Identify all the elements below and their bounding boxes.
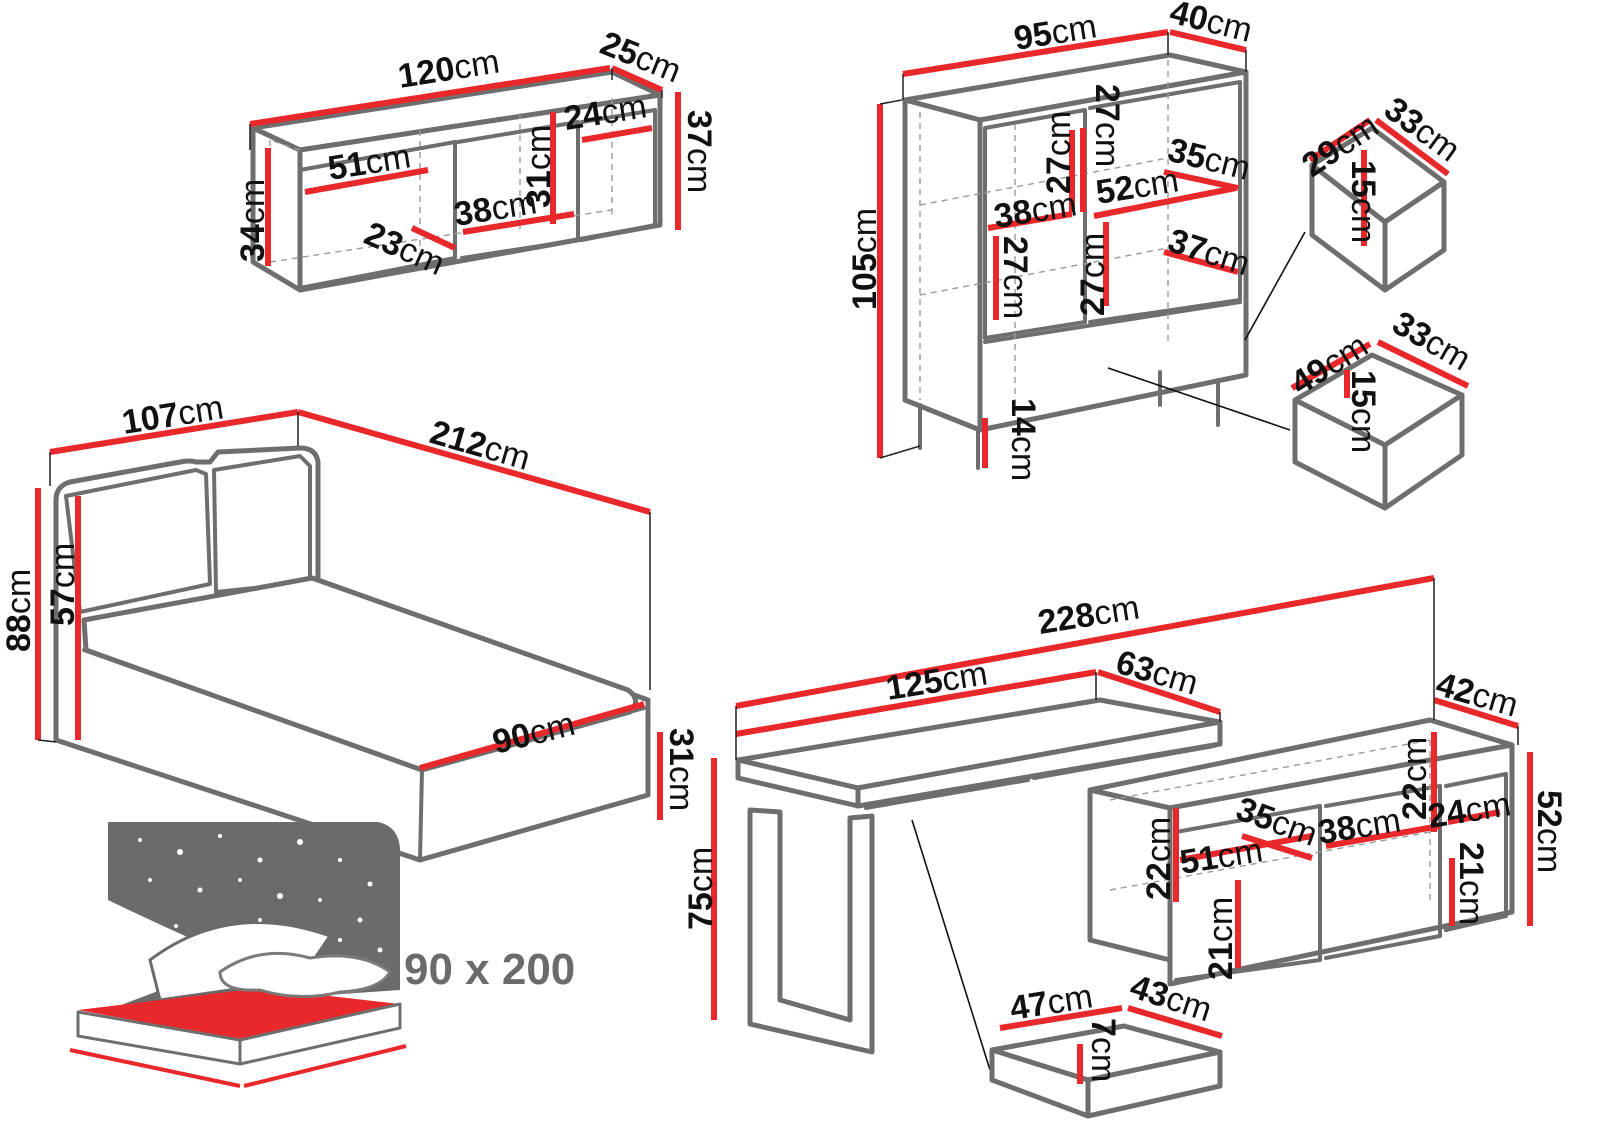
- cabinet-leg-height-label: 14cm: [1004, 398, 1042, 481]
- drawer-large-height-label: 15cm: [1344, 370, 1382, 453]
- desk: 228cm 125cm 63cm 75cm 42cm 52cm 22cm 51c…: [682, 575, 1568, 1119]
- drawer-height-label: 7cm: [1084, 1018, 1122, 1082]
- shelf-height-label: 37cm: [680, 110, 718, 193]
- desk-comp-c-width-label: 38cm: [1315, 801, 1403, 852]
- drawer-width-label: 47cm: [1007, 977, 1095, 1028]
- bed-height-label: 88cm: [0, 569, 38, 652]
- shelf-comp-mid-width-label: 38cm: [451, 183, 539, 234]
- cabinet: 95cm 40cm 105cm 14cm 27cm 27cm 27cm 27cm…: [846, 0, 1477, 511]
- desk-comp-c-height-label: 22cm: [1396, 737, 1434, 820]
- cabinet-drawer-small: 29cm 33cm 15cm: [1244, 90, 1467, 341]
- star-icons: [128, 834, 383, 953]
- cabinet-left-width-label: 38cm: [991, 185, 1079, 236]
- cabinet-right-width-label: 52cm: [1093, 161, 1181, 212]
- desk-comp-a-lower-label: 21cm: [1202, 897, 1240, 980]
- bed-width-label: 107cm: [119, 388, 226, 441]
- bed: 107cm 212cm 88cm 57cm 90cm 31cm: [0, 388, 700, 863]
- cabinet-width-label: 95cm: [1011, 7, 1099, 58]
- shelf-comp-left-width-label: 51cm: [325, 137, 413, 188]
- bed-mattress-width-label: 90cm: [489, 705, 579, 762]
- desk-comp-d-height-label: 21cm: [1452, 842, 1490, 925]
- drawer-small-height-label: 15cm: [1344, 160, 1382, 243]
- desk-unit-height-label: 52cm: [1530, 790, 1568, 873]
- desk-total-width-label: 228cm: [1035, 588, 1142, 641]
- wall-shelf: 120cm 25cm 37cm 34cm 51cm 23cm 38cm 31cm…: [234, 24, 718, 293]
- desk-drawer: 47cm 43cm 7cm: [911, 819, 1223, 1119]
- desk-comp-a-height-label: 22cm: [1140, 817, 1178, 900]
- desk-top-width-label: 125cm: [883, 654, 990, 707]
- bed-base-height-label: 31cm: [662, 728, 700, 811]
- desk-comp-a-width-label: 51cm: [1177, 831, 1265, 882]
- cabinet-height-label: 105cm: [846, 208, 884, 310]
- cabinet-lower-left-height-label: 27cm: [996, 236, 1034, 319]
- bed-starry-icon: 90 x 200: [69, 822, 575, 1088]
- bed-headboard-label: 57cm: [44, 543, 82, 626]
- desk-height-label: 75cm: [682, 847, 720, 930]
- cabinet-lower-right-height-label: 27cm: [1074, 233, 1112, 316]
- cabinet-upper-left-height-label: 27cm: [1040, 111, 1078, 194]
- shelf-width-label: 120cm: [395, 42, 502, 95]
- cabinet-drawer-large: 49cm 33cm 15cm: [1107, 304, 1477, 511]
- shelf-comp-mid-height-label: 31cm: [520, 125, 558, 208]
- desk-comp-d-width-label: 24cm: [1425, 785, 1513, 836]
- shelf-comp-right-width-label: 24cm: [561, 87, 649, 138]
- bed-length-label: 212cm: [426, 413, 535, 478]
- cabinet-upper-right-height-label: 27cm: [1088, 84, 1126, 167]
- shelf-front-height-label: 34cm: [234, 179, 272, 262]
- mattress-size-label: 90 x 200: [404, 945, 575, 994]
